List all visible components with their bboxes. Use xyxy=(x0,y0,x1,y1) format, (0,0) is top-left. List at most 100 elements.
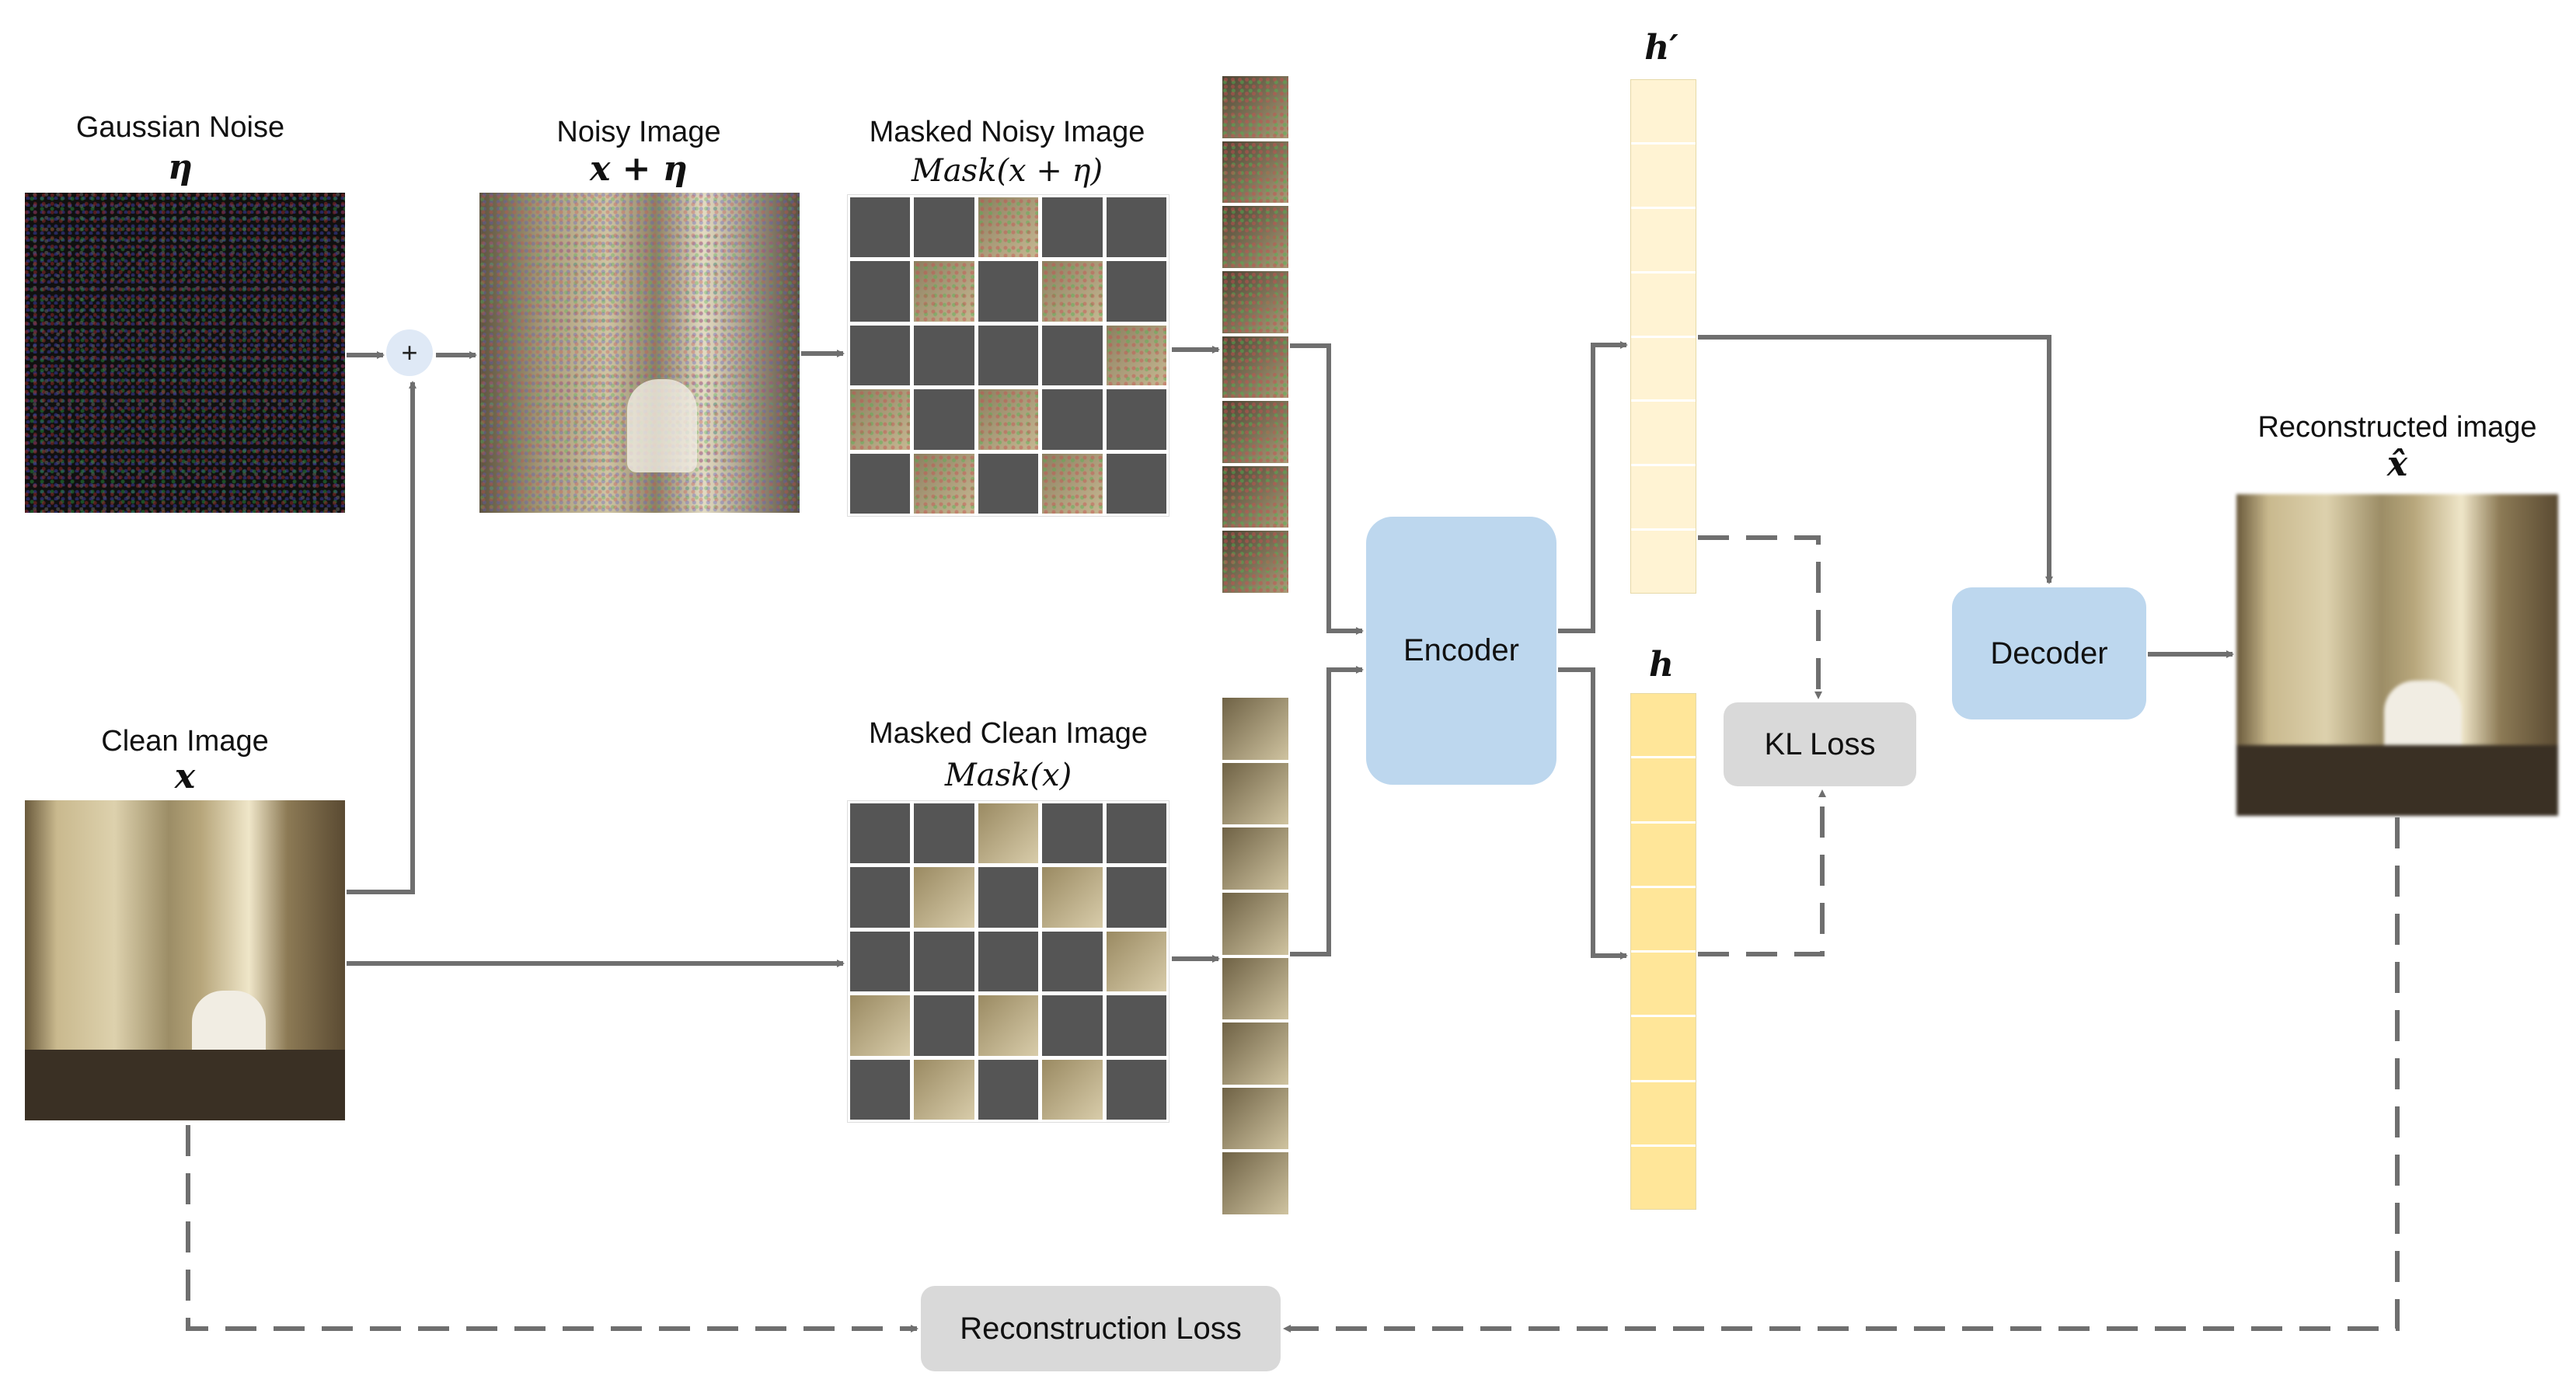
patch-token xyxy=(1222,957,1288,1020)
masked-noisy-label: Masked Noisy Image xyxy=(869,116,1145,148)
visible-patch xyxy=(1042,1059,1103,1120)
h-vector xyxy=(1630,693,1696,1210)
encoder-to-h-prime-arrow xyxy=(1558,341,1628,633)
mask-patch xyxy=(850,453,911,514)
mask-patch xyxy=(1042,197,1103,258)
mask-patch xyxy=(1106,261,1166,322)
chair-shape xyxy=(627,379,697,472)
visible-patch xyxy=(1042,261,1103,322)
noisy-image-symbol: x + η xyxy=(590,149,688,189)
vector-cell xyxy=(1631,694,1696,759)
h-label: h xyxy=(1649,645,1674,685)
mask-patch xyxy=(978,261,1039,322)
vector-cell xyxy=(1631,80,1696,145)
vector-cell xyxy=(1631,273,1696,338)
clean-to-plus-arrow xyxy=(347,381,417,894)
patch-token xyxy=(1222,141,1288,204)
clean-image-label: Clean Image xyxy=(101,725,269,758)
visible-patch xyxy=(850,389,911,450)
mask-patch xyxy=(914,389,974,450)
vector-cell xyxy=(1631,1082,1696,1147)
masked-clean-symbol: Mask(x) xyxy=(944,758,1072,793)
visible-patch xyxy=(914,867,974,928)
visible-patch xyxy=(978,995,1039,1056)
mask-patch xyxy=(1042,325,1103,386)
reconstruction-loss-block: Reconstruction Loss xyxy=(921,1286,1281,1371)
noisy-image xyxy=(479,193,800,513)
h-prime-vector xyxy=(1630,79,1696,594)
visible-patch xyxy=(914,261,974,322)
vector-cell xyxy=(1631,531,1696,593)
patch-token xyxy=(1222,531,1288,593)
gaussian-noise-image xyxy=(25,193,345,513)
mask-patch xyxy=(978,867,1039,928)
noisy-strip-to-encoder-arrow xyxy=(1290,343,1364,635)
vector-cell xyxy=(1631,953,1696,1018)
visible-patch xyxy=(914,1059,974,1120)
masked-clean-label: Masked Clean Image xyxy=(868,717,1149,750)
output-to-recon-loss-arrow xyxy=(1283,817,2400,1333)
mask-patch xyxy=(1106,867,1166,928)
vector-cell xyxy=(1631,887,1696,953)
reconstructed-image xyxy=(2236,494,2558,816)
visible-patch xyxy=(978,803,1039,864)
mask-patch xyxy=(978,325,1039,386)
clean-strip-to-encoder-arrow xyxy=(1290,666,1364,956)
clean-image-symbol: x xyxy=(174,757,196,796)
mask-patch xyxy=(914,931,974,992)
patch-token xyxy=(1222,76,1288,138)
mask-patch xyxy=(850,325,911,386)
gaussian-noise-label: Gaussian Noise xyxy=(75,111,285,144)
mask-patch xyxy=(1106,389,1166,450)
patch-token xyxy=(1222,336,1288,399)
patch-token xyxy=(1222,892,1288,955)
vector-cell xyxy=(1631,1017,1696,1082)
vector-cell xyxy=(1631,402,1696,467)
mask-patch xyxy=(850,261,911,322)
visible-patch xyxy=(1042,867,1103,928)
visible-patch xyxy=(1042,453,1103,514)
patch-token xyxy=(1222,270,1288,333)
masked-noisy-symbol: Mask(x + η) xyxy=(911,153,1103,189)
patch-token xyxy=(1222,762,1288,825)
clean-patch-sequence xyxy=(1222,698,1288,1214)
patch-token xyxy=(1222,465,1288,528)
gaussian-noise-symbol: η xyxy=(168,148,193,187)
patch-token xyxy=(1222,827,1288,890)
decoder-block: Decoder xyxy=(1952,587,2146,719)
noisy-image-label: Noisy Image xyxy=(556,116,721,148)
vector-cell xyxy=(1631,758,1696,824)
mask-patch xyxy=(1106,453,1166,514)
patch-token xyxy=(1222,401,1288,463)
vector-cell xyxy=(1631,337,1696,402)
mask-patch xyxy=(1106,803,1166,864)
mask-patch xyxy=(1042,931,1103,992)
mask-patch xyxy=(850,931,911,992)
masked-noisy-grid xyxy=(847,194,1169,517)
h-prime-label: h′ xyxy=(1644,28,1678,68)
mask-patch xyxy=(914,197,974,258)
visible-patch xyxy=(914,453,974,514)
h-to-kl-arrow xyxy=(1698,789,1826,956)
masked-clean-grid xyxy=(847,800,1169,1123)
mask-patch xyxy=(1106,1059,1166,1120)
kl-loss-block: KL Loss xyxy=(1724,702,1916,786)
visible-patch xyxy=(1106,325,1166,386)
visible-patch xyxy=(978,389,1039,450)
encoder-block: Encoder xyxy=(1366,517,1556,785)
mask-patch xyxy=(850,867,911,928)
patch-token xyxy=(1222,1152,1288,1214)
patch-token xyxy=(1222,698,1288,760)
vector-cell xyxy=(1631,466,1696,531)
mask-patch xyxy=(914,803,974,864)
vector-cell xyxy=(1631,1146,1696,1209)
h-prime-to-kl-arrow xyxy=(1698,535,1822,699)
mask-patch xyxy=(978,1059,1039,1120)
encoder-to-h-arrow xyxy=(1558,667,1628,960)
patch-token xyxy=(1222,1022,1288,1085)
mask-patch xyxy=(1042,803,1103,864)
visible-patch xyxy=(978,197,1039,258)
clean-image xyxy=(25,800,345,1120)
reconstructed-label: Reconstructed image xyxy=(2257,411,2537,444)
